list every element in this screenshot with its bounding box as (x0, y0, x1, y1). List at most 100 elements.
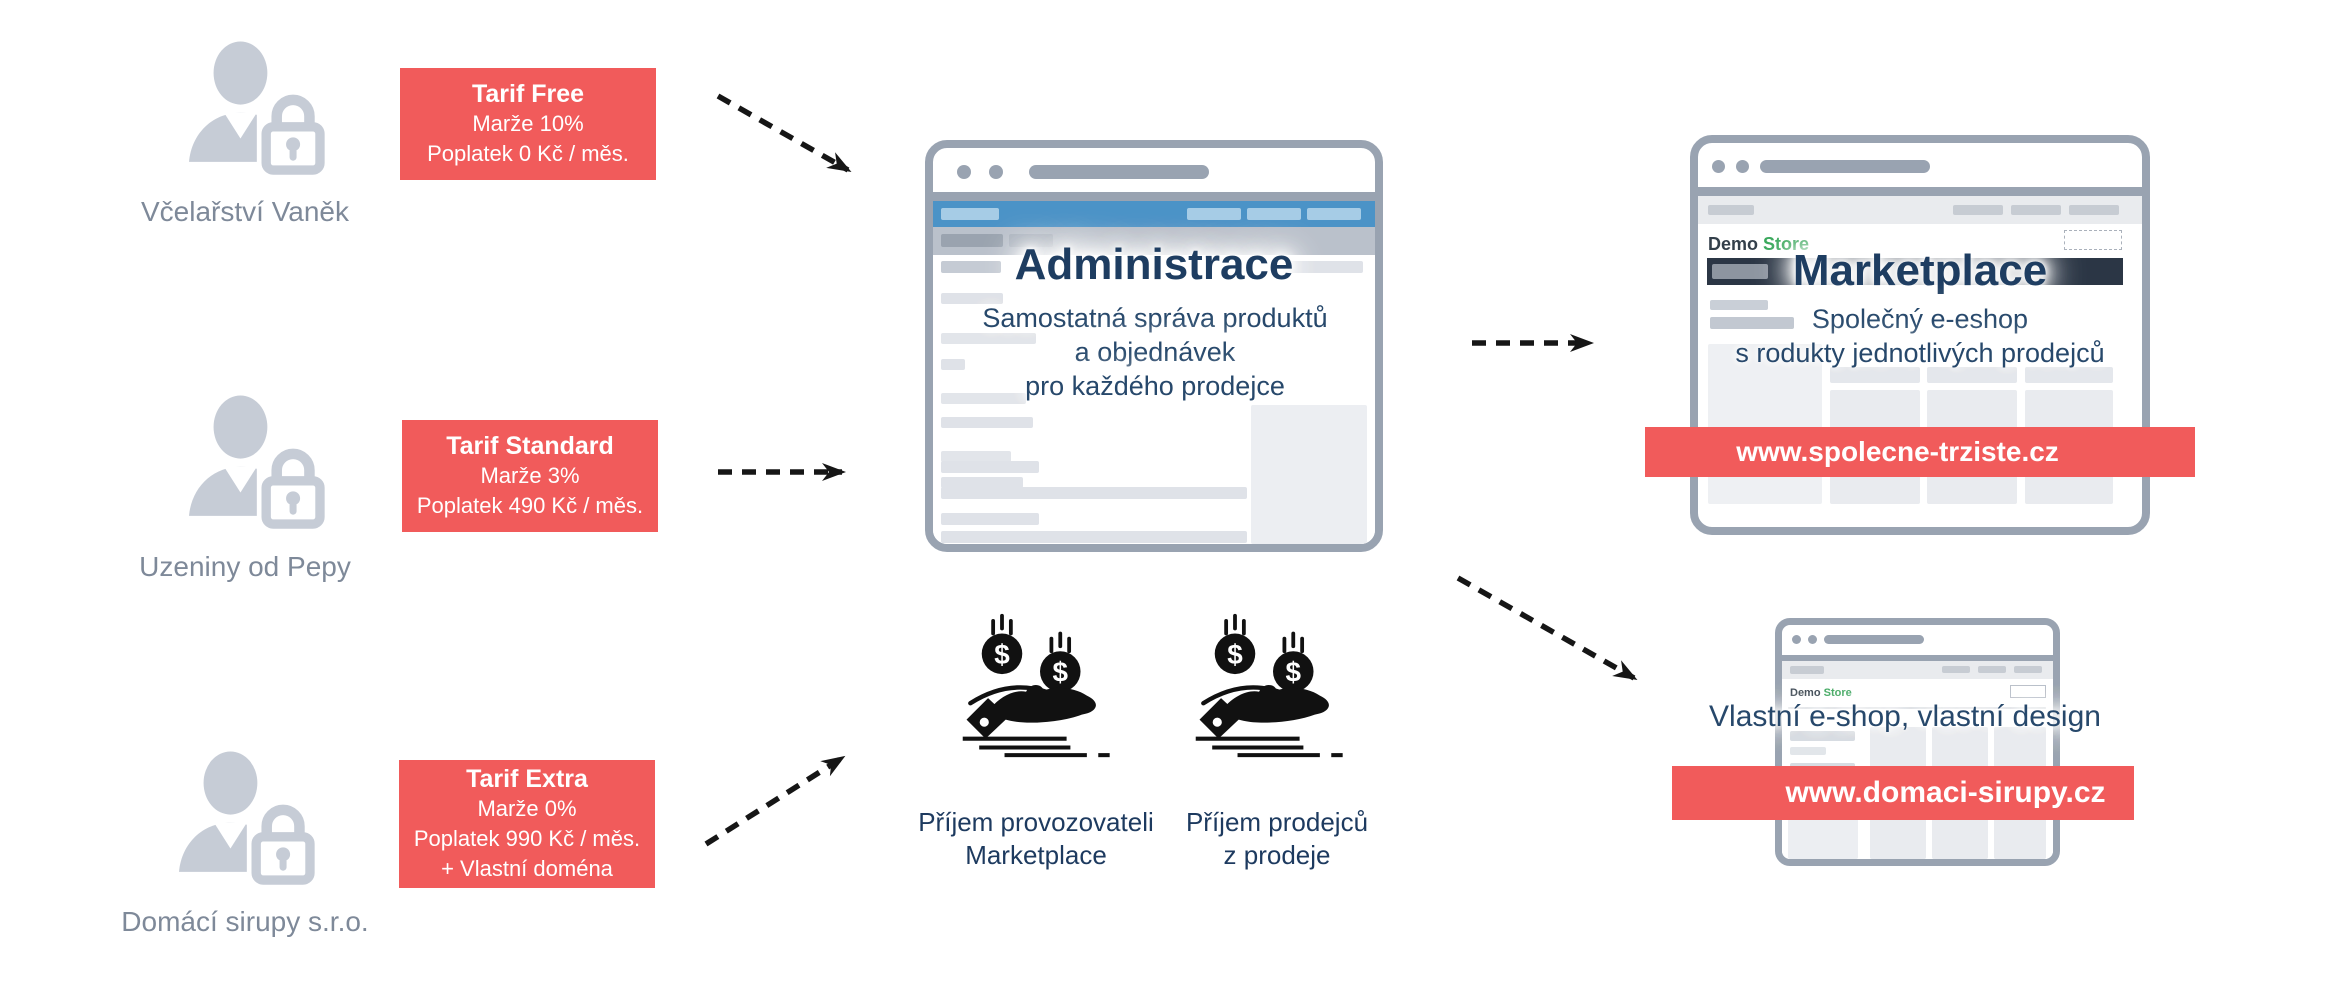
own-shop-url: www.domaci-sirupy.cz (1785, 776, 2106, 809)
logo-store-text: Store (1823, 687, 1852, 699)
tariff-fee: Poplatek 990 Kč / měs. (413, 826, 641, 851)
own-shop-url-banner: www.domaci-sirupy.cz (1672, 766, 2134, 820)
browser-dot-icon (1792, 635, 1801, 644)
browser-urlbar (1824, 635, 1924, 644)
menu-item (1708, 205, 1754, 215)
browser-dot-icon (989, 165, 1003, 179)
tariff-margin: Marže 3% (480, 463, 580, 488)
dollar-sign: $ (994, 639, 1010, 670)
menu-item (1978, 666, 2006, 673)
tariff-title: Tarif Standard (446, 432, 614, 460)
skeleton-bar (1790, 731, 1855, 741)
sidebar-panel (1708, 344, 1822, 504)
grid-cell (1830, 367, 1920, 383)
skeleton-bar (941, 293, 1003, 304)
menu-item (2014, 666, 2042, 673)
chrome-divider (1698, 187, 2142, 196)
tariff-title: Tarif Free (471, 80, 585, 108)
admin-subnav (933, 227, 1375, 255)
admin-subtitle-line: Samostatná správa produktů (982, 303, 1328, 333)
skeleton-bar (941, 531, 1247, 543)
shop-menubar (1698, 196, 2142, 224)
skeleton-bar (1710, 300, 1768, 310)
tariff-margin: Marže 10% (472, 111, 584, 136)
chrome-divider (933, 192, 1375, 201)
seller-avatar-lock-icon (179, 751, 320, 885)
subnav-item (941, 234, 1003, 247)
skeleton-bar (941, 393, 1026, 404)
nav-item (1247, 208, 1301, 220)
admin-navbar (933, 201, 1375, 227)
skeleton-bar (941, 461, 1039, 473)
tariff-fee: Poplatek 490 Kč / měs. (416, 493, 644, 518)
marketplace-url: www.spolecne-trziste.cz (1736, 436, 2059, 467)
admin-browser-window (925, 140, 1383, 552)
shop-menubar (1782, 661, 2053, 679)
seller-avatar-lock-icon (189, 395, 330, 529)
skeleton-bar (1790, 747, 1826, 755)
tariff-margin: Marže 0% (477, 796, 577, 821)
grid-cell (2025, 367, 2113, 383)
browser-chrome (1782, 625, 2053, 655)
browser-dot-icon (1736, 160, 1749, 173)
admin-subtitle-line: a objednávek (1074, 337, 1236, 367)
income-hand-money-icon: $ $ (1195, 613, 1343, 758)
demo-store-logo: Demo Store (1708, 234, 1809, 255)
logo-store-text: Store (1763, 234, 1810, 254)
own-shop-browser-window: Demo Store (1775, 618, 2060, 866)
nav-item (1187, 208, 1241, 220)
dollar-sign: $ (1227, 639, 1243, 670)
income-label: Příjem prodejců z prodeje (1127, 806, 1427, 872)
nav-item (1307, 208, 1361, 220)
skeleton-bar (1710, 317, 1794, 329)
skeleton-bar (941, 261, 1001, 273)
logo-demo-text: Demo (1708, 234, 1759, 254)
skeleton-bar (941, 417, 1033, 428)
browser-dot-icon (957, 165, 971, 179)
tariff-card-free: Tarif Free Marže 10% Poplatek 0 Kč / měs… (400, 68, 656, 180)
skeleton-rule (1788, 707, 2046, 709)
subnav-item (1009, 234, 1053, 247)
admin-subtitle-line: pro každého prodejce (1025, 371, 1285, 401)
tariff-extra: + Vlastní doména (441, 856, 613, 881)
skeleton-bar (941, 477, 1023, 488)
menu-item (2011, 205, 2061, 215)
chrome-divider (1782, 655, 2053, 661)
skeleton-bar (941, 333, 1036, 344)
browser-urlbar (1760, 160, 1930, 173)
income-label-line: Příjem provozovateli (918, 807, 1154, 837)
arrow-extra-to-admin (704, 755, 846, 847)
grid-cell (1927, 367, 2017, 383)
menu-item (1942, 666, 1970, 673)
search-box (2010, 685, 2046, 698)
tariff-fee: Poplatek 0 Kč / měs. (427, 141, 629, 166)
dollar-sign: $ (1286, 657, 1302, 688)
browser-dot-icon (1808, 635, 1817, 644)
skeleton-bar (941, 487, 1247, 499)
nav-item (941, 208, 999, 220)
seller-name: Domácí sirupy s.r.o. (121, 906, 369, 937)
seller-avatar-lock-icon (189, 41, 330, 175)
arrow-free-to-admin (716, 93, 852, 173)
skeleton-panel (1251, 405, 1367, 544)
skeleton-bar (1283, 261, 1363, 273)
marketplace-subtitle-line: s rodukty jednotlivých prodejců (1735, 338, 2105, 368)
admin-title: Administrace (1014, 240, 1294, 289)
admin-content (933, 255, 1375, 544)
menu-item (1953, 205, 2003, 215)
dollar-sign: $ (1053, 657, 1069, 688)
search-box (2064, 230, 2122, 250)
menu-item (1790, 666, 1824, 674)
shop-hero-banner (1707, 258, 2123, 285)
hero-banner-box (1712, 264, 1768, 279)
income-label-line: z prodeje (1223, 840, 1331, 870)
skeleton-bar (941, 359, 965, 370)
marketplace-subtitle-line: Společný e-eshop (1811, 304, 2029, 334)
skeleton-bar (941, 513, 1039, 525)
browser-dot-icon (1712, 160, 1725, 173)
seller-name: Včelařství Vaněk (140, 196, 350, 227)
income-hand-money-icon: $ $ (962, 613, 1110, 758)
logo-demo-text: Demo (1790, 687, 1821, 699)
skeleton-bar (941, 451, 1011, 462)
